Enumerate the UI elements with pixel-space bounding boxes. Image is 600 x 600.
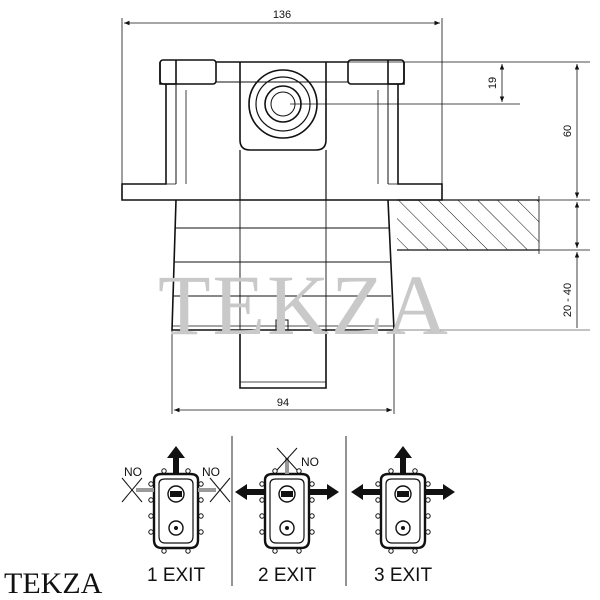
- watermark: TEKZA: [158, 257, 450, 353]
- mounting-lug: [259, 481, 265, 487]
- mounting-lug: [375, 513, 381, 519]
- mounting-lug: [309, 529, 315, 535]
- valve-module: [148, 468, 204, 554]
- outlet-arrow-right: [309, 484, 339, 500]
- exit-diagram-3: 3 EXIT: [351, 446, 455, 586]
- dimension-depth-label: 20 - 40: [562, 283, 574, 317]
- mounting-lug: [296, 548, 302, 554]
- blocked-outlet-left: [121, 477, 154, 503]
- outlet-arrow-left: [351, 484, 381, 500]
- mounting-lug: [296, 468, 302, 474]
- dimension-top-width: [121, 18, 443, 184]
- mounting-lug: [198, 481, 204, 487]
- outlet-arrow-left: [235, 484, 265, 500]
- dimension-bottom-width: [171, 330, 395, 414]
- mounting-lug: [198, 513, 204, 519]
- blocked-outlet-up: [276, 447, 298, 474]
- mounting-lug: [375, 481, 381, 487]
- mounting-lug: [412, 468, 418, 474]
- dimension-box-height: [520, 61, 590, 201]
- mounting-lug: [272, 548, 278, 554]
- valve-module: [375, 468, 431, 554]
- dimension-top-width-label: 136: [273, 9, 291, 21]
- exit-diagram-2: NO 2 EXIT: [235, 447, 339, 586]
- mounting-lug: [198, 529, 204, 535]
- dimension-depth: [394, 202, 590, 331]
- dimension-outlet-height-label: 19: [487, 77, 499, 89]
- mounting-lug: [148, 481, 154, 487]
- mounting-lug: [185, 548, 191, 554]
- mounting-lug: [259, 513, 265, 519]
- mounting-lug: [375, 529, 381, 535]
- mounting-lug: [148, 497, 154, 503]
- mounting-lug: [259, 529, 265, 535]
- mounting-lug: [148, 513, 154, 519]
- mounting-lug: [309, 497, 315, 503]
- no-label-up: NO: [301, 455, 319, 469]
- mounting-lug: [272, 468, 278, 474]
- mounting-lug: [412, 548, 418, 554]
- exit-label: 2 EXIT: [258, 565, 316, 586]
- exit-label: 1 EXIT: [147, 565, 205, 586]
- outlet-arrow-up: [167, 446, 185, 474]
- outlet-arrow-right: [425, 484, 455, 500]
- mounting-lug: [425, 529, 431, 535]
- mounting-lug: [148, 529, 154, 535]
- mounting-lug: [185, 468, 191, 474]
- mounting-lug: [388, 548, 394, 554]
- mounting-lug: [375, 497, 381, 503]
- mounting-lug: [309, 513, 315, 519]
- no-label-left: NO: [124, 465, 142, 479]
- mounting-lug: [198, 497, 204, 503]
- dimension-box-height-label: 60: [562, 125, 574, 137]
- blocked-outlet-right: [198, 477, 231, 503]
- dimension-outlet-height: [290, 61, 520, 105]
- exit-label: 3 EXIT: [374, 565, 432, 586]
- brand-logo: TEKZA: [4, 567, 103, 600]
- mounting-lug: [161, 548, 167, 554]
- mounting-lug: [309, 481, 315, 487]
- valve-module: [259, 468, 315, 554]
- mounting-lug: [161, 468, 167, 474]
- wall-section: [397, 196, 540, 254]
- mounting-lug: [259, 497, 265, 503]
- mounting-lug: [425, 481, 431, 487]
- no-label-right: NO: [202, 465, 220, 479]
- mounting-lug: [388, 468, 394, 474]
- outlet-arrow-up: [394, 446, 412, 474]
- mounting-lug: [425, 497, 431, 503]
- dimension-bottom-width-label: 94: [277, 397, 289, 409]
- exit-diagram-1: NO NO 1 EXIT: [121, 446, 231, 586]
- mounting-lug: [425, 513, 431, 519]
